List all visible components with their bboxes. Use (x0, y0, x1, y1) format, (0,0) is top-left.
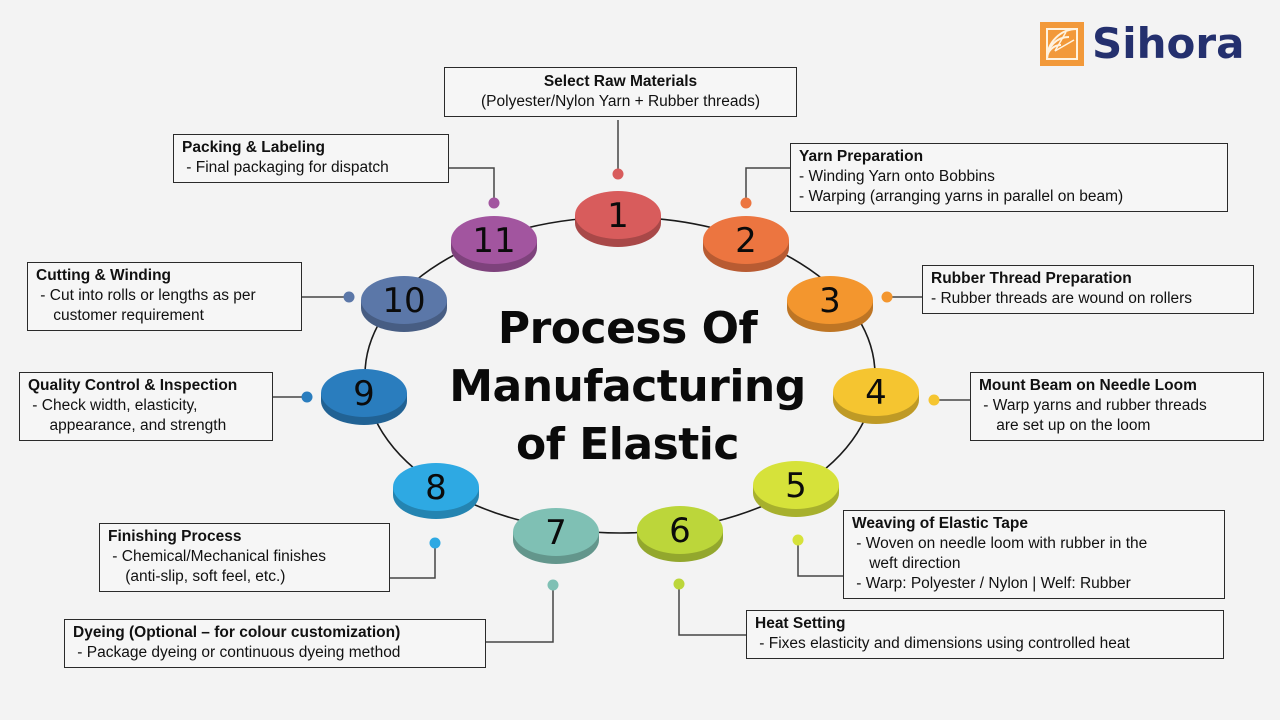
step-detail: appearance, and strength (28, 417, 227, 434)
sunburst-square-icon (1040, 22, 1084, 66)
step-box-7: Dyeing (Optional – for colour customizat… (64, 619, 486, 668)
step-box-11: Packing & Labeling - Final packaging for… (173, 134, 449, 183)
step-number: 11 (472, 221, 515, 261)
step-disc-11: 11 (451, 216, 537, 272)
step-detail: - Woven on needle loom with rubber in th… (852, 535, 1148, 552)
disc-top (637, 506, 723, 554)
step-detail: - Cut into rolls or lengths as per (36, 287, 256, 304)
title-line: Manufacturing (449, 361, 806, 412)
step-title: Select Raw Materials (543, 73, 698, 90)
step-disc-3: 3 (787, 276, 873, 332)
step-title: Rubber Thread Preparation (931, 270, 1132, 287)
step-number: 7 (545, 513, 567, 553)
leader-dot (740, 197, 752, 209)
step-number: 1 (607, 196, 629, 236)
step-box-8: Finishing Process - Chemical/Mechanical … (99, 523, 390, 592)
step-detail: - Warp yarns and rubber threads (979, 397, 1207, 414)
step-box-10: Cutting & Winding - Cut into rolls or le… (27, 262, 302, 331)
step-discs: 1 2 3 4 5 6 7 8 9 10 11 (321, 191, 919, 564)
leader-line (390, 543, 436, 579)
step-detail: - Package dyeing or continuous dyeing me… (73, 644, 401, 661)
step-detail: are set up on the loom (979, 417, 1151, 434)
step-title: Weaving of Elastic Tape (852, 515, 1029, 532)
disc-top (703, 216, 789, 264)
disc-top (575, 191, 661, 239)
disc-top (393, 463, 479, 511)
step-number: 6 (669, 511, 691, 551)
leader-dot (612, 168, 624, 180)
disc-top (513, 508, 599, 556)
step-box-3: Rubber Thread Preparation - Rubber threa… (922, 265, 1254, 314)
step-title: Packing & Labeling (182, 139, 325, 156)
step-disc-10: 10 (361, 276, 447, 332)
leader-lines (273, 120, 970, 643)
step-detail: - Warping (arranging yarns in parallel o… (799, 188, 1124, 205)
step-box-5: Weaving of Elastic Tape - Woven on needl… (843, 510, 1225, 599)
step-title: Finishing Process (108, 528, 242, 545)
step-disc-1: 1 (575, 191, 661, 247)
leader-dot (673, 578, 685, 590)
step-number: 5 (785, 466, 807, 506)
step-detail: weft direction (852, 555, 961, 572)
step-number: 10 (382, 281, 425, 321)
step-detail: (Polyester/Nylon Yarn + Rubber threads) (481, 93, 760, 110)
leader-dot (343, 291, 355, 303)
step-detail: customer requirement (36, 307, 204, 324)
step-disc-9: 9 (321, 369, 407, 425)
leader-dot (301, 391, 313, 403)
step-box-1: Select Raw Materials (Polyester/Nylon Ya… (444, 67, 797, 117)
step-disc-8: 8 (393, 463, 479, 519)
leader-dot (547, 579, 559, 591)
disc-top (833, 368, 919, 416)
leader-line (745, 167, 790, 203)
step-title: Heat Setting (755, 615, 846, 632)
step-box-6: Heat Setting - Fixes elasticity and dime… (746, 610, 1224, 659)
step-title: Yarn Preparation (799, 148, 924, 165)
step-disc-7: 7 (513, 508, 599, 564)
step-detail: (anti-slip, soft feel, etc.) (108, 568, 286, 585)
step-detail: - Warp: Polyester / Nylon | Welf: Rubber (852, 575, 1131, 592)
disc-top (321, 369, 407, 417)
step-detail: - Rubber threads are wound on rollers (931, 290, 1193, 307)
step-title: Quality Control & Inspection (28, 377, 238, 394)
page-title: Process Of Manufacturing of Elastic (420, 300, 835, 474)
step-detail: - Winding Yarn onto Bobbins (799, 168, 995, 185)
step-title: Dyeing (Optional – for colour customizat… (73, 624, 401, 641)
leader-line (678, 584, 746, 636)
leader-dot (792, 534, 804, 546)
step-box-9: Quality Control & Inspection - Check wid… (19, 372, 273, 441)
title-line: Process Of (497, 303, 758, 354)
step-number: 3 (819, 281, 841, 321)
leader-line (486, 585, 554, 643)
step-disc-6: 6 (637, 506, 723, 562)
disc-top (787, 276, 873, 324)
leader-line (797, 540, 843, 577)
brand-name: Sihora (1092, 19, 1245, 68)
step-box-2: Yarn Preparation - Winding Yarn onto Bob… (790, 143, 1228, 212)
step-number: 4 (865, 373, 887, 413)
disc-top (753, 461, 839, 509)
step-detail: - Fixes elasticity and dimensions using … (755, 635, 1130, 652)
step-number: 8 (425, 468, 447, 508)
step-number: 2 (735, 221, 757, 261)
leader-dot (429, 537, 441, 549)
brand-logo: Sihora (1040, 22, 1244, 66)
step-detail: - Check width, elasticity, (28, 397, 198, 414)
step-disc-2: 2 (703, 216, 789, 272)
disc-top (451, 216, 537, 264)
step-detail: - Chemical/Mechanical finishes (108, 548, 326, 565)
step-title: Cutting & Winding (36, 267, 172, 284)
title-line: of Elastic (516, 419, 739, 470)
step-number: 9 (353, 374, 375, 414)
leader-dot (928, 394, 940, 406)
step-disc-4: 4 (833, 368, 919, 424)
step-disc-5: 5 (753, 461, 839, 517)
step-detail: - Final packaging for dispatch (182, 159, 389, 176)
step-title: Mount Beam on Needle Loom (979, 377, 1197, 394)
leader-dot (488, 197, 500, 209)
leader-line (449, 167, 495, 203)
step-box-4: Mount Beam on Needle Loom - Warp yarns a… (970, 372, 1264, 441)
disc-top (361, 276, 447, 324)
leader-dot (881, 291, 893, 303)
